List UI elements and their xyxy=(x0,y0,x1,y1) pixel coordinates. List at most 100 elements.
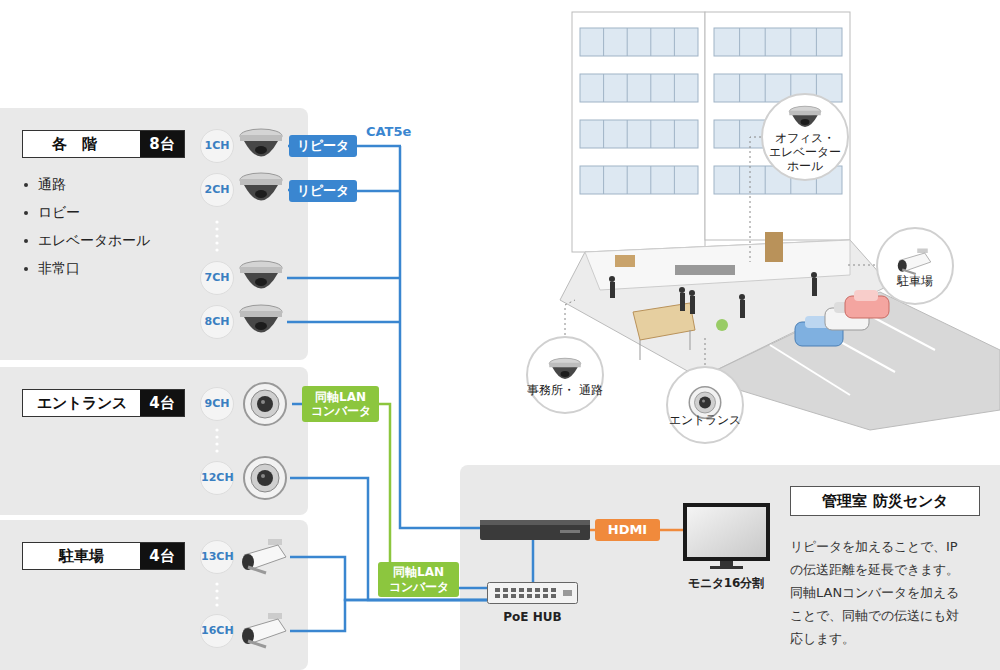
cable xyxy=(660,529,683,532)
channel-number: 2CH xyxy=(200,173,234,207)
poe-hub: PoE HUB xyxy=(487,582,578,626)
device-box: リピータ xyxy=(289,135,357,157)
camera-icon xyxy=(238,611,292,655)
channel-number: 12CH xyxy=(200,461,234,495)
dome-camera xyxy=(238,126,284,166)
camera-count: 4台 xyxy=(140,390,184,416)
ellipsis-dot xyxy=(215,596,218,599)
dome-camera xyxy=(238,258,284,298)
car xyxy=(845,290,889,318)
area-panel: エントランス4台 9CH 12CH xyxy=(0,367,308,515)
ellipsis-dot xyxy=(215,449,218,452)
camera-icon xyxy=(238,258,284,302)
channel-number: 13CH xyxy=(200,540,234,574)
callout-text: オフィス・ エレベーター ホール xyxy=(767,132,843,173)
bullet-item: 通路 xyxy=(24,176,66,194)
area-name: 各階 xyxy=(23,131,140,157)
poe-hub-icon xyxy=(487,582,578,604)
bullet-dot xyxy=(24,239,28,243)
room-title: 管理室 防災センタ xyxy=(822,492,947,511)
camera-icon xyxy=(238,382,292,430)
ellipsis-dot xyxy=(215,428,218,431)
ellipsis-dot xyxy=(215,442,218,445)
box-label: 同軸LAN コンバータ xyxy=(383,565,454,594)
device-label: モニタ16分割 xyxy=(680,575,772,592)
channel-number: 8CH xyxy=(200,305,234,339)
ellipsis-dot xyxy=(215,435,218,438)
hdmi-wire xyxy=(590,529,595,532)
monitor-icon xyxy=(682,502,771,570)
area-panel: 各階8台通路ロビーエレベータホール非常口 1CH 2CH 7CH 8CH xyxy=(0,108,308,360)
ellipsis-dot xyxy=(215,241,218,244)
camera-unit: 8CH xyxy=(200,302,288,342)
device-label: PoE HUB xyxy=(487,610,578,624)
camera-unit: 1CH xyxy=(200,126,288,166)
dome-camera xyxy=(238,302,284,342)
box-label: リピータ xyxy=(297,138,349,154)
bullet-item: エレベータホール xyxy=(24,232,150,250)
bullet-dot xyxy=(24,183,28,187)
channel-number: 1CH xyxy=(200,129,234,163)
box-label: リピータ xyxy=(297,183,349,199)
description: リピータを加えることで、IP の伝送距離を延長できます。 同軸LANコンバータを… xyxy=(790,535,982,650)
box-label: HDMI xyxy=(608,522,647,538)
bullet-dot xyxy=(24,211,28,215)
cable xyxy=(288,189,289,192)
cable xyxy=(459,587,487,590)
monitor-icon-wrap xyxy=(682,502,771,574)
camera-icon xyxy=(238,537,292,581)
box-label: 同軸LAN コンバータ xyxy=(307,390,374,419)
camera-icon xyxy=(895,247,936,271)
device-box: リピータ xyxy=(289,180,357,202)
callout-text: 駐車場 xyxy=(877,275,953,289)
ellipsis-dot xyxy=(215,227,218,230)
channel-number: 9CH xyxy=(200,387,234,421)
camera-icon xyxy=(548,356,583,380)
cable xyxy=(379,404,390,562)
ellipsis-dot xyxy=(215,220,218,223)
cable xyxy=(292,403,302,406)
monitor: モニタ16分割 xyxy=(680,502,772,594)
camera-count: 4台 xyxy=(140,543,184,569)
camera-icon xyxy=(238,126,284,170)
bullet-dot xyxy=(24,267,28,271)
camera-count: 8台 xyxy=(140,131,184,157)
dome-camera xyxy=(788,104,823,134)
area-name: エントランス xyxy=(23,390,140,416)
cable xyxy=(290,600,487,631)
location: 通路 xyxy=(38,176,66,194)
bullet-item: ロビー xyxy=(24,204,80,222)
bullet-camera xyxy=(895,247,936,277)
camera-callout: エントランス xyxy=(666,366,744,444)
location: 非常口 xyxy=(38,260,80,278)
cable xyxy=(290,478,487,600)
camera-unit: 12CH xyxy=(200,456,292,500)
area-name: 駐車場 xyxy=(23,543,140,569)
bullet-camera xyxy=(238,537,292,577)
camera-unit: 13CH xyxy=(200,537,292,577)
camera-callout: 事務所・ 通路 xyxy=(526,336,604,414)
cable-label: CAT5e xyxy=(366,124,411,139)
recorder xyxy=(480,520,590,540)
control-room-panel: リピータを加えることで、IP の伝送距離を延長できます。 同軸LANコンバータを… xyxy=(460,465,1000,670)
camera-icon xyxy=(238,170,284,214)
ellipsis-dot xyxy=(215,248,218,251)
cable xyxy=(290,557,487,600)
dome-camera xyxy=(238,170,284,210)
camera-icon xyxy=(685,386,726,410)
fisheye-camera xyxy=(238,456,292,500)
panel-title: 各階8台 xyxy=(22,130,185,158)
location: ロビー xyxy=(38,204,80,222)
bullet-camera xyxy=(238,611,292,651)
camera-unit: 16CH xyxy=(200,611,292,651)
camera-callout: 駐車場 xyxy=(876,227,954,305)
panel-title: エントランス4台 xyxy=(22,389,185,417)
camera-icon xyxy=(238,456,292,504)
dome-camera xyxy=(548,356,583,386)
device-box: HDMI xyxy=(595,519,660,541)
callout-text: 事務所・ 通路 xyxy=(527,384,603,398)
area-panel: 駐車場4台 13CH 16CH xyxy=(0,520,308,670)
ellipsis-dot xyxy=(215,582,218,585)
camera-unit: 7CH xyxy=(200,258,288,298)
